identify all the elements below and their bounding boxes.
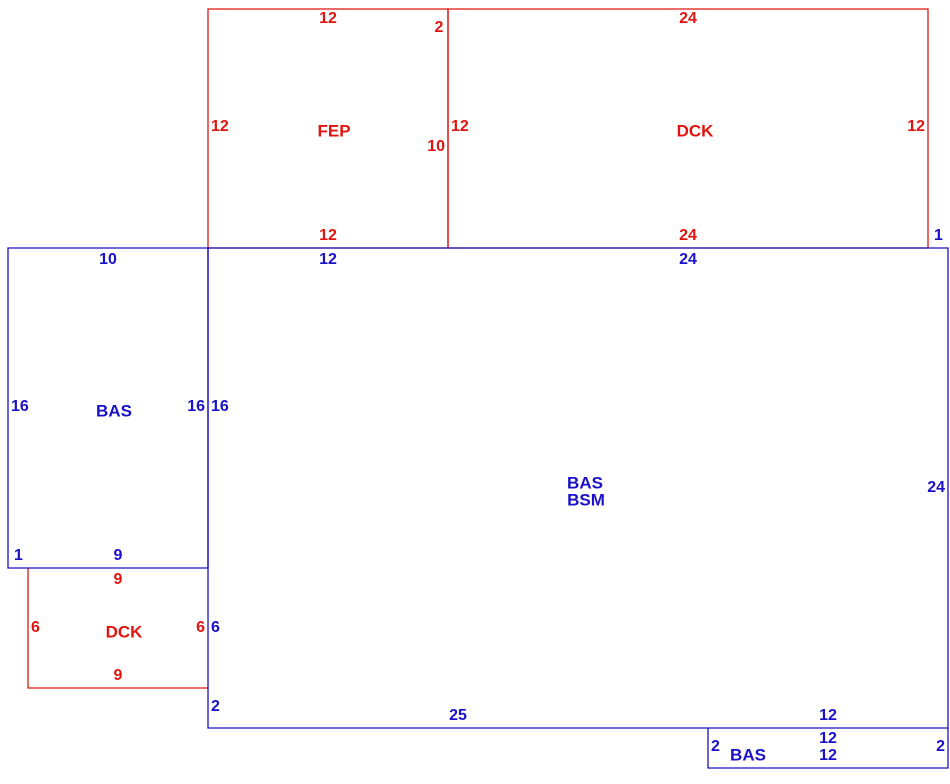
fep-bottom-dim: 12	[319, 227, 337, 244]
bas-left-bottom-dim: 9	[113, 547, 123, 564]
fep-notch-dim: 2	[434, 19, 444, 36]
main-area-label-1: BAS	[567, 473, 603, 493]
bas-small-outline	[707, 728, 949, 769]
small-area-label: BAS	[730, 745, 766, 765]
bas-left-corner-dim: 1	[14, 547, 23, 564]
small-left-dim: 2	[711, 738, 720, 755]
small-top-dim: 12	[819, 730, 837, 747]
main-area-label-2: BSM	[567, 490, 605, 510]
dck-bottom-outline	[27, 568, 208, 689]
main-left-corner-dim: 2	[211, 698, 220, 715]
main-top-left-dim: 12	[319, 251, 337, 268]
fep-left-dim: 12	[211, 118, 229, 135]
main-top-right-dim: 24	[679, 251, 697, 268]
dck-top-right-dim: 12	[907, 118, 925, 135]
main-top-corner-dim: 1	[934, 227, 943, 244]
fep-area-label: FEP	[317, 121, 351, 141]
dck-bottom-top-dim: 9	[113, 571, 123, 588]
dck-bottom-bottom-dim: 9	[113, 667, 123, 684]
bas-left-left-dim: 16	[11, 398, 29, 415]
main-left-lower-dim: 6	[211, 619, 220, 636]
bas-left-top-dim: 10	[99, 251, 117, 268]
dck-bottom-right-dim: 6	[196, 619, 205, 636]
small-right-dim: 2	[936, 738, 945, 755]
bas-left-area-label: BAS	[96, 401, 132, 421]
dck-top-bottom-dim: 24	[679, 227, 697, 244]
main-left-dim: 16	[211, 398, 229, 415]
fep-top-dim: 12	[319, 10, 337, 27]
dck-top-left-dim: 12	[451, 118, 469, 135]
dck-top-area-label: DCK	[676, 121, 714, 141]
bas-left-right-dim: 16	[187, 398, 205, 415]
fep-right-dim: 10	[427, 138, 445, 155]
dck-top-top-dim: 24	[679, 10, 697, 27]
main-right-dim: 24	[927, 479, 945, 496]
dck-bottom-area-label: DCK	[105, 622, 143, 642]
dck-bottom-left-dim: 6	[31, 619, 40, 636]
main-bottom-right-dim: 12	[819, 707, 837, 724]
small-bottom-dim: 12	[819, 747, 837, 764]
main-bottom-dim: 25	[449, 707, 467, 724]
